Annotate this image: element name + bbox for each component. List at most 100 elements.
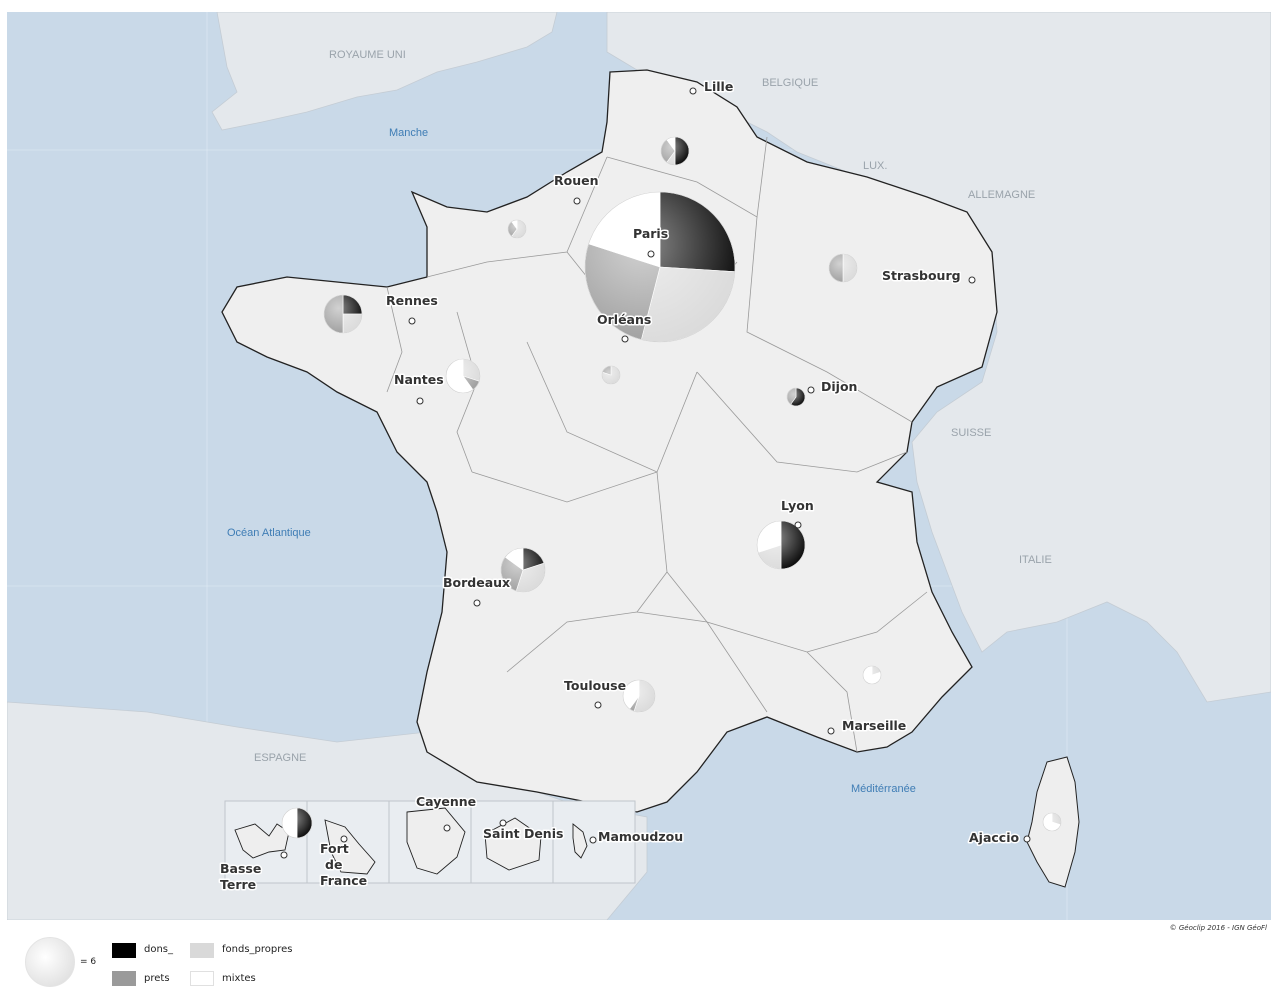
pie-outline: [1042, 812, 1062, 832]
overseas-label-saint-denis: Saint Denis: [483, 826, 563, 841]
overseas-label-line: France: [320, 873, 367, 888]
copyright-text: © Géoclip 2016 - IGN GéoFl: [1169, 924, 1267, 932]
map-svg: ROYAUME UNI BELGIQUE LUX. ALLEMAGNE SUIS…: [7, 12, 1271, 920]
pie-outline: [500, 547, 546, 593]
guadeloupe-shape: [234, 823, 290, 859]
city-marker: [827, 727, 835, 735]
legend-size-circle: [25, 937, 75, 987]
legend: = 6 dons_ fonds_propres prets mixtes: [0, 930, 400, 987]
border-grandest: [746, 216, 913, 423]
pie-outline: [660, 136, 690, 166]
country-label: SUISSE: [951, 427, 991, 439]
city-marker: [408, 317, 416, 325]
city-marker: [573, 197, 581, 205]
guyane-shape: [406, 807, 466, 875]
country-label: ROYAUME UNI: [329, 49, 406, 61]
map-canvas[interactable]: ROYAUME UNI BELGIQUE LUX. ALLEMAGNE SUIS…: [7, 12, 1271, 920]
city-label-rennes: Rennes: [386, 293, 438, 308]
city-marker: [689, 87, 697, 95]
city-label-ajaccio: Ajaccio: [969, 830, 1019, 845]
overseas-label: Fort: [320, 841, 349, 856]
city-label-lille: Lille: [704, 79, 733, 94]
city-marker: [807, 386, 815, 394]
city-marker: [280, 851, 288, 859]
city-marker: [594, 701, 602, 709]
country-label: LUX.: [863, 160, 887, 172]
city-marker: [968, 276, 976, 284]
legend-swatch-dons: [112, 943, 136, 958]
pie-outline: [786, 387, 806, 407]
pie-outline: [507, 219, 527, 239]
legend-label-mixtes: mixtes: [222, 973, 256, 984]
legend-label-fonds-propres: fonds_propres: [222, 944, 293, 955]
reunion-shape: [484, 817, 542, 871]
city-label-dijon: Dijon: [821, 379, 857, 394]
pie-outline: [281, 807, 313, 839]
border-bfc: [696, 371, 908, 473]
border-centre: [526, 341, 698, 473]
martinique-shape: [324, 819, 376, 875]
city-marker: [1023, 835, 1031, 843]
city-label-strasbourg: Strasbourg: [882, 268, 961, 283]
border-paca: [806, 651, 858, 753]
overseas-label-mamoudzou: Mamoudzou: [598, 829, 683, 844]
border-bretagne: [386, 286, 403, 393]
city-marker: [443, 824, 451, 832]
city-markers: [280, 87, 1031, 859]
sea-label: Manche: [389, 127, 428, 139]
border-naq: [471, 471, 668, 613]
overseas-label: Basse: [220, 861, 261, 876]
city-marker: [473, 599, 481, 607]
legend-size-value: = 6: [80, 957, 97, 967]
sea-label: Océan Atlantique: [227, 527, 311, 539]
city-marker: [647, 250, 655, 258]
sea-label: Méditérranée: [851, 783, 916, 795]
border-normandie: [426, 156, 608, 278]
border-paysloire: [456, 311, 478, 473]
legend-swatch-mixtes: [190, 971, 214, 986]
continent-north-east-land: [606, 12, 1271, 703]
pie-charts: [281, 136, 1062, 839]
overseas-label-cayenne: Cayenne: [416, 794, 476, 809]
city-label-orleans: Orléans: [597, 312, 651, 327]
mayotte-shape: [572, 823, 588, 859]
city-marker: [416, 397, 424, 405]
legend-label-prets: prets: [144, 973, 170, 984]
pie-outline: [445, 358, 481, 394]
legend-label-dons: dons_: [144, 944, 174, 955]
country-label: ALLEMAGNE: [968, 189, 1035, 201]
city-label-nantes: Nantes: [394, 372, 444, 387]
france-land: [221, 69, 998, 813]
country-label: BELGIQUE: [762, 77, 818, 89]
overseas-insets: [224, 800, 636, 884]
pie-outline: [601, 365, 621, 385]
uk-land: [211, 12, 558, 131]
overseas-label-basse-terre: Basse Terre: [220, 861, 266, 892]
overseas-label-line: Terre: [220, 877, 256, 892]
city-label-marseille: Marseille: [842, 718, 906, 733]
pie-outline: [622, 679, 656, 713]
pie-outline: [756, 520, 806, 570]
city-marker: [340, 835, 348, 843]
pie-outline: [828, 253, 858, 283]
country-label: ESPAGNE: [254, 752, 306, 764]
pie-outline: [862, 665, 882, 685]
city-label-paris: Paris: [633, 226, 668, 241]
pie-outline: [323, 294, 363, 334]
city-marker: [621, 335, 629, 343]
city-marker: [499, 819, 507, 827]
border-occ: [506, 611, 768, 713]
city-marker: [794, 521, 802, 529]
overseas-label-line: de: [325, 857, 342, 872]
legend-swatch-fonds-propres: [190, 943, 214, 958]
city-label-bordeaux: Bordeaux: [443, 575, 510, 590]
legend-swatch-prets: [112, 971, 136, 986]
city-marker: [589, 836, 597, 844]
city-label-toulouse: Toulouse: [564, 678, 626, 693]
pie-outline: [584, 191, 736, 343]
country-label: ITALIE: [1019, 554, 1052, 566]
border-hdf: [606, 136, 768, 218]
city-label-rouen: Rouen: [554, 173, 599, 188]
city-label-lyon: Lyon: [781, 498, 814, 513]
